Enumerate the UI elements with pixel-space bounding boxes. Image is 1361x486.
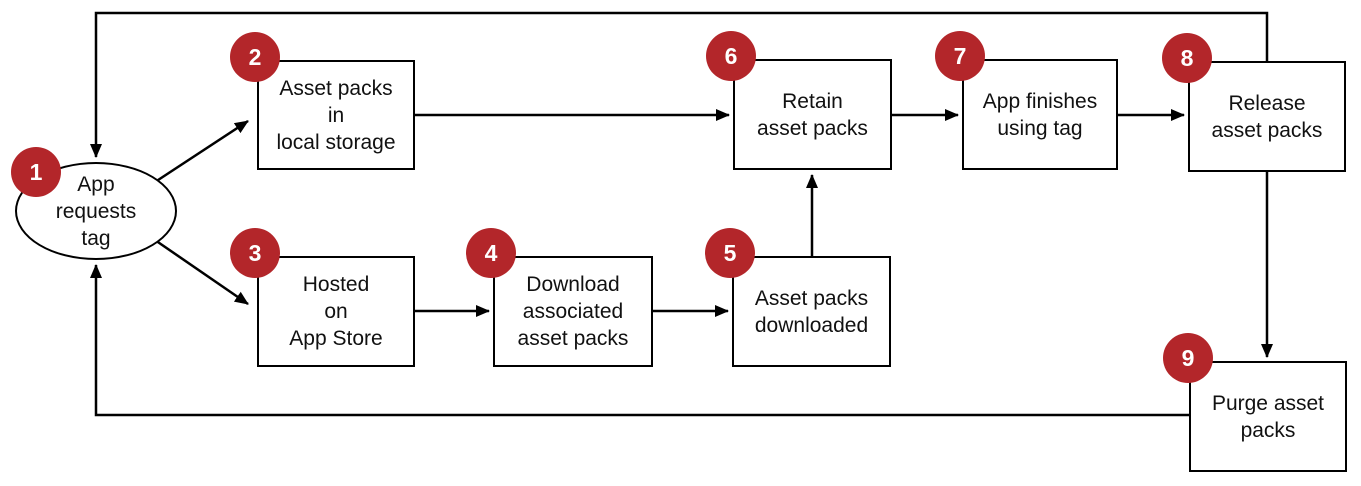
step-badge-7: 7 xyxy=(935,31,985,81)
node-retain-asset-packs: Retain asset packs xyxy=(733,59,892,170)
step-badge-2: 2 xyxy=(230,32,280,82)
node-label: Asset packs in local storage xyxy=(276,76,396,154)
step-badge-8: 8 xyxy=(1162,33,1212,83)
step-number: 8 xyxy=(1180,44,1194,71)
node-app-finishes-using-tag: App finishes using tag xyxy=(962,59,1118,170)
node-release-asset-packs: Release asset packs xyxy=(1188,61,1346,172)
step-badge-9: 9 xyxy=(1163,333,1213,383)
node-asset-packs-in-local-storage: Asset packs in local storage xyxy=(257,60,415,170)
step-badge-1: 1 xyxy=(11,147,61,197)
node-label: Retain asset packs xyxy=(757,89,868,140)
node-purge-asset-packs: Purge asset packs xyxy=(1189,361,1347,472)
step-badge-4: 4 xyxy=(466,228,516,278)
node-asset-packs-downloaded: Asset packs downloaded xyxy=(732,256,891,367)
node-label: Hosted on App Store xyxy=(289,273,383,350)
node-label: App finishes using tag xyxy=(982,89,1098,140)
step-number: 7 xyxy=(953,42,967,69)
edge-1-to-2 xyxy=(151,119,249,186)
node-hosted-on-app-store: Hosted on App Store xyxy=(257,256,415,367)
step-number: 3 xyxy=(248,239,262,266)
node-label: Release asset packs xyxy=(1211,91,1323,142)
step-number: 5 xyxy=(723,239,737,266)
node-label: Asset packs downloaded xyxy=(754,286,869,337)
step-number: 2 xyxy=(248,43,262,70)
node-download-associated-asset-packs: Download associated asset packs xyxy=(493,256,653,367)
step-number: 1 xyxy=(29,158,43,185)
node-label: Download associated asset packs xyxy=(517,273,629,350)
step-badge-6: 6 xyxy=(706,31,756,81)
node-label: App requests tag xyxy=(55,172,137,250)
step-badge-5: 5 xyxy=(705,228,755,278)
node-label: Purge asset packs xyxy=(1211,391,1325,442)
step-number: 6 xyxy=(724,42,738,69)
step-number: 4 xyxy=(484,239,498,266)
step-number: 9 xyxy=(1181,344,1195,371)
step-badge-3: 3 xyxy=(230,228,280,278)
